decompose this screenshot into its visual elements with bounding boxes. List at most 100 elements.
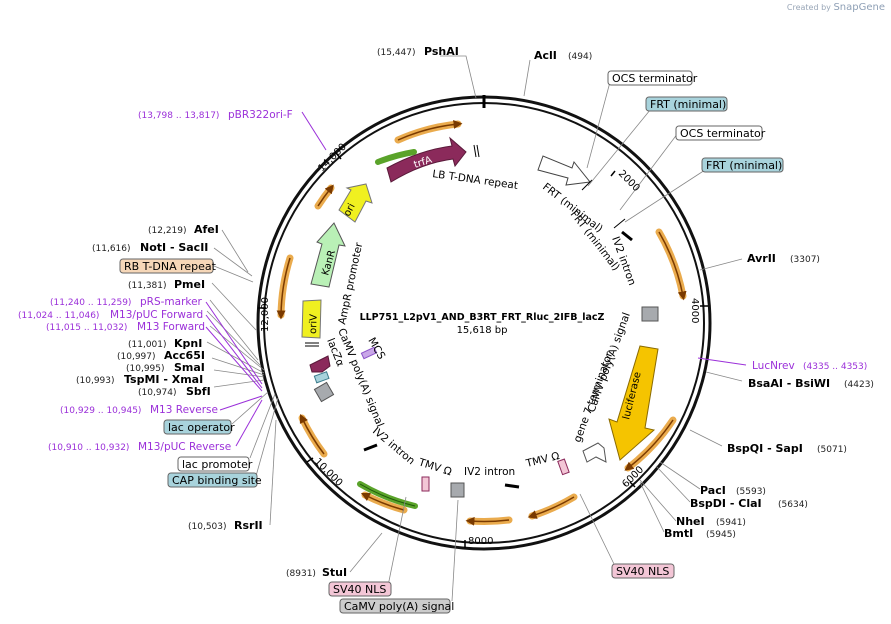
primer-name: M13 Reverse (150, 404, 218, 416)
snapgene-credit: Created by SnapGene (786, 2, 885, 13)
orf-arc-core (624, 419, 674, 471)
primer-name: LucNrev (752, 360, 795, 372)
leader-line (586, 81, 611, 169)
boxed-label: SV40 NLS (328, 581, 392, 597)
svg-text:CAP binding site: CAP binding site (172, 474, 262, 487)
tick-label: 10,000 (312, 456, 345, 489)
enzyme-position: (11,381) (128, 281, 167, 291)
orf-arc-core (276, 257, 291, 320)
primer-name: M13/pUC Reverse (138, 441, 231, 453)
gray-box (313, 381, 335, 403)
enzyme-name: StuI (322, 566, 347, 579)
frt-marker (581, 179, 593, 191)
orf-arc-core (360, 492, 405, 511)
tick-label: 8000 (468, 536, 493, 547)
svg-text:SV40 NLS: SV40 NLS (333, 583, 386, 596)
feature-label-gene7-terminator: gene 7 terminator (572, 350, 616, 444)
primer-leader (301, 111, 327, 151)
enzyme-position: (494) (568, 52, 592, 62)
enzyme-name: SmaI (174, 361, 205, 374)
enzyme-position: (10,993) (76, 376, 115, 386)
leader-line (639, 481, 665, 533)
primer-leader (219, 395, 263, 411)
ori-arrow (338, 183, 373, 223)
svg-text:CaMV poly(A) signal: CaMV poly(A) signal (344, 600, 454, 613)
primer-leader (235, 399, 263, 447)
plasmid-name: LLP751_L2pV1_AND_B3RT_FRT_Rluc_2IFB_lacZ (360, 312, 605, 323)
feature-label-iv2-intron: IV2 intron (464, 466, 515, 478)
leader-line (655, 465, 691, 503)
primer-position: (10,929 .. 10,945) (60, 406, 141, 416)
feature-label-trfA: trfA (413, 155, 434, 171)
orf-arc-core (658, 231, 687, 301)
enzyme-position: (3307) (790, 255, 820, 265)
leader-line (211, 357, 265, 376)
tick-label: 4000 (689, 298, 700, 323)
boxed-label: lac promoter (177, 456, 253, 472)
leader-line (206, 341, 265, 374)
mcs-box (360, 346, 378, 360)
enzyme-name: BsaAI - BsiWI (748, 377, 830, 390)
primer-position: (10,910 .. 10,932) (48, 443, 129, 453)
enzyme-name: SbfI (186, 385, 211, 398)
gene7-terminator-arrow (582, 442, 607, 463)
enzyme-name: TspMI - XmaI (124, 373, 203, 386)
leader-line (624, 169, 706, 223)
primer-leader (697, 357, 747, 366)
plasmid-size: 15,618 bp (457, 325, 508, 336)
boxed-label: RB T-DNA repeat (119, 258, 217, 274)
enzyme-name: RsrII (234, 519, 263, 532)
enzyme-position: (10,503) (188, 522, 227, 532)
boxed-label: FRT (minimal) (645, 96, 728, 112)
tick-mark (335, 152, 342, 160)
enzyme-name: NotI - SacII (140, 241, 208, 254)
enzyme-position: (8931) (286, 569, 316, 579)
boxed-label: FRT (minimal) (701, 157, 784, 173)
svg-text:FRT (minimal): FRT (minimal) (706, 159, 782, 172)
snapgene-logo-icon: SnapGene (833, 2, 885, 13)
leader-line (523, 59, 531, 97)
svg-text:SV40 NLS: SV40 NLS (616, 565, 669, 578)
enzyme-name: AclI (534, 49, 557, 62)
green-arc (375, 149, 417, 165)
trfA-arrow (386, 136, 467, 183)
leader-line (221, 229, 249, 273)
boxed-label: CAP binding site (167, 472, 262, 488)
feature-label-lb-repeat: LB T-DNA repeat (432, 168, 519, 192)
leader-line (213, 247, 253, 277)
feature-label-oriV: oriV (308, 314, 320, 334)
leader-line (451, 499, 459, 602)
orf-arc (277, 254, 294, 319)
green-arc-core (359, 483, 416, 507)
gray-box (641, 306, 659, 322)
primer-position: (4335 .. 4353) (803, 362, 867, 372)
enzyme-name: PshAI (424, 45, 459, 58)
primer-name: M13 Forward (137, 321, 205, 333)
orf-arc-core (317, 184, 334, 207)
orf-arc (655, 228, 687, 300)
orf-arc-core (299, 413, 325, 455)
tick-mark (306, 457, 314, 463)
feature-label-frt: FRT (minimal) (540, 181, 605, 235)
enzyme-name: PacI (700, 484, 726, 497)
primer-position: (11,240 .. 11,259) (50, 298, 131, 308)
enzyme-position: (5941) (716, 518, 746, 528)
lacZ-arrow (309, 355, 331, 373)
enzyme-name: BmtI (664, 527, 693, 540)
primer-name: pRS-marker (140, 296, 203, 308)
feature-label-mcs: MCS (365, 336, 387, 362)
feature-label-tmv: TMV Ω (416, 456, 453, 478)
orf-arc (394, 120, 462, 144)
leader-line (659, 461, 701, 490)
leader-line (269, 419, 277, 526)
enzyme-name: AfeI (194, 223, 219, 236)
primer-position: (11,015 .. 11,032) (46, 323, 127, 333)
enzyme-position: (10,974) (138, 388, 177, 398)
enzyme-position: (4423) (844, 380, 874, 390)
primer-leader (205, 326, 263, 392)
svg-text:OCS terminator: OCS terminator (680, 127, 766, 140)
enzyme-name: Acc65I (164, 349, 205, 362)
enzyme-position: (10,997) (117, 352, 156, 362)
svg-text:lac promoter: lac promoter (182, 458, 253, 471)
